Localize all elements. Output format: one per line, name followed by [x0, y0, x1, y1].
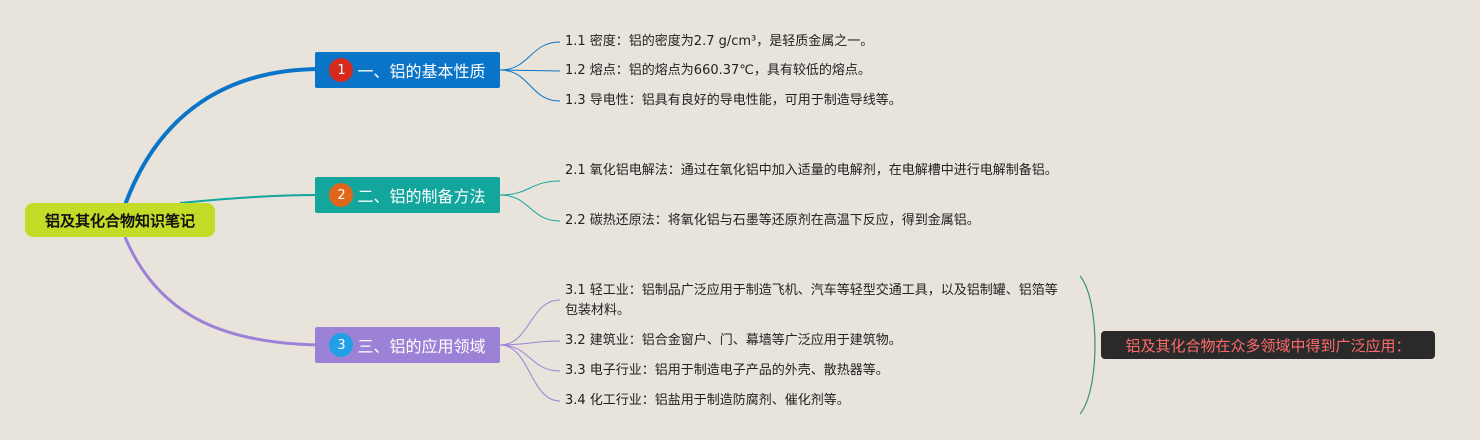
branch-2-leaf-2-link — [499, 194, 561, 222]
root-branch-3-link — [123, 236, 319, 347]
branch-1-leaf-1-link — [499, 41, 561, 71]
branch-2-leaf-1-link — [499, 180, 561, 196]
leaf-node-construction[interactable]: 3.2 建筑业：铝合金窗户、门、幕墙等广泛应用于建筑物。 — [565, 331, 1070, 351]
leaf-node-conductivity[interactable]: 1.3 导电性：铝具有良好的导电性能，可用于制造导线等。 — [565, 91, 1070, 111]
leaf-node-chemical[interactable]: 3.4 化工行业：铝盐用于制造防腐剂、催化剂等。 — [565, 391, 1070, 411]
summary-label: 铝及其化合物在众多领域中得到广泛应用： — [1125, 336, 1411, 355]
summary-brace — [1079, 275, 1096, 415]
leaf-label: 1.3 导电性：铝具有良好的导电性能，可用于制造导线等。 — [565, 93, 902, 108]
leaf-node-carbothermal[interactable]: 2.2 碳热还原法：将氧化铝与石墨等还原剂在高温下反应，得到金属铝。 — [565, 211, 1070, 231]
branch-3-leaf-3-link — [499, 344, 561, 372]
leaf-node-electronics[interactable]: 3.3 电子行业：铝用于制造电子产品的外壳、散热器等。 — [565, 361, 1070, 381]
leaf-label: 2.2 碳热还原法：将氧化铝与石墨等还原剂在高温下反应，得到金属铝。 — [565, 213, 980, 228]
leaf-label: 3.1 轻工业：铝制品广泛应用于制造飞机、汽车等轻型交通工具，以及铝制罐、铝箔等… — [565, 283, 1058, 318]
number-badge-icon: 3 — [329, 333, 354, 357]
branch-3-leaf-1-link — [499, 299, 561, 346]
branch-node-basic-properties[interactable]: 1 一、铝的基本性质 — [315, 52, 500, 88]
branch-3-leaf-2-link — [499, 340, 561, 346]
leaf-label: 1.1 密度：铝的密度为2.7 g/cm³，是轻质金属之一。 — [565, 34, 874, 49]
branch-label: 三、铝的应用领域 — [357, 337, 486, 356]
leaf-label: 3.4 化工行业：铝盐用于制造防腐剂、催化剂等。 — [565, 393, 850, 408]
root-branch-2-link — [179, 194, 319, 204]
branch-1-leaf-3-link — [499, 69, 561, 102]
leaf-label: 2.1 氧化铝电解法：通过在氧化铝中加入适量的电解剂，在电解槽中进行电解制备铝。 — [565, 163, 1058, 178]
leaf-node-melting-point[interactable]: 1.2 熔点：铝的熔点为660.37℃，具有较低的熔点。 — [565, 61, 1070, 81]
leaf-label: 3.2 建筑业：铝合金窗户、门、幕墙等广泛应用于建筑物。 — [565, 333, 902, 348]
branch-label: 一、铝的基本性质 — [357, 62, 486, 81]
leaf-label: 1.2 熔点：铝的熔点为660.37℃，具有较低的熔点。 — [565, 63, 871, 78]
leaf-node-density[interactable]: 1.1 密度：铝的密度为2.7 g/cm³，是轻质金属之一。 — [565, 32, 1070, 52]
branch-node-applications[interactable]: 3 三、铝的应用领域 — [315, 327, 500, 363]
summary-node[interactable]: 铝及其化合物在众多领域中得到广泛应用： — [1101, 331, 1435, 359]
leaf-node-electrolysis[interactable]: 2.1 氧化铝电解法：通过在氧化铝中加入适量的电解剂，在电解槽中进行电解制备铝。 — [565, 161, 1070, 181]
branch-node-preparation-methods[interactable]: 2 二、铝的制备方法 — [315, 177, 500, 213]
root-node-label: 铝及其化合物知识笔记 — [44, 211, 195, 230]
number-badge-icon: 2 — [329, 183, 354, 207]
number-badge-icon: 1 — [329, 58, 354, 82]
leaf-node-light-industry[interactable]: 3.1 轻工业：铝制品广泛应用于制造飞机、汽车等轻型交通工具，以及铝制罐、铝箔等… — [565, 281, 1070, 321]
branch-1-leaf-2-link — [499, 69, 561, 72]
root-node[interactable]: 铝及其化合物知识笔记 — [25, 203, 215, 237]
branch-label: 二、铝的制备方法 — [357, 187, 486, 206]
branch-3-leaf-4-link — [499, 344, 561, 402]
leaf-label: 3.3 电子行业：铝用于制造电子产品的外壳、散热器等。 — [565, 363, 889, 378]
root-branch-1-link — [123, 67, 319, 206]
